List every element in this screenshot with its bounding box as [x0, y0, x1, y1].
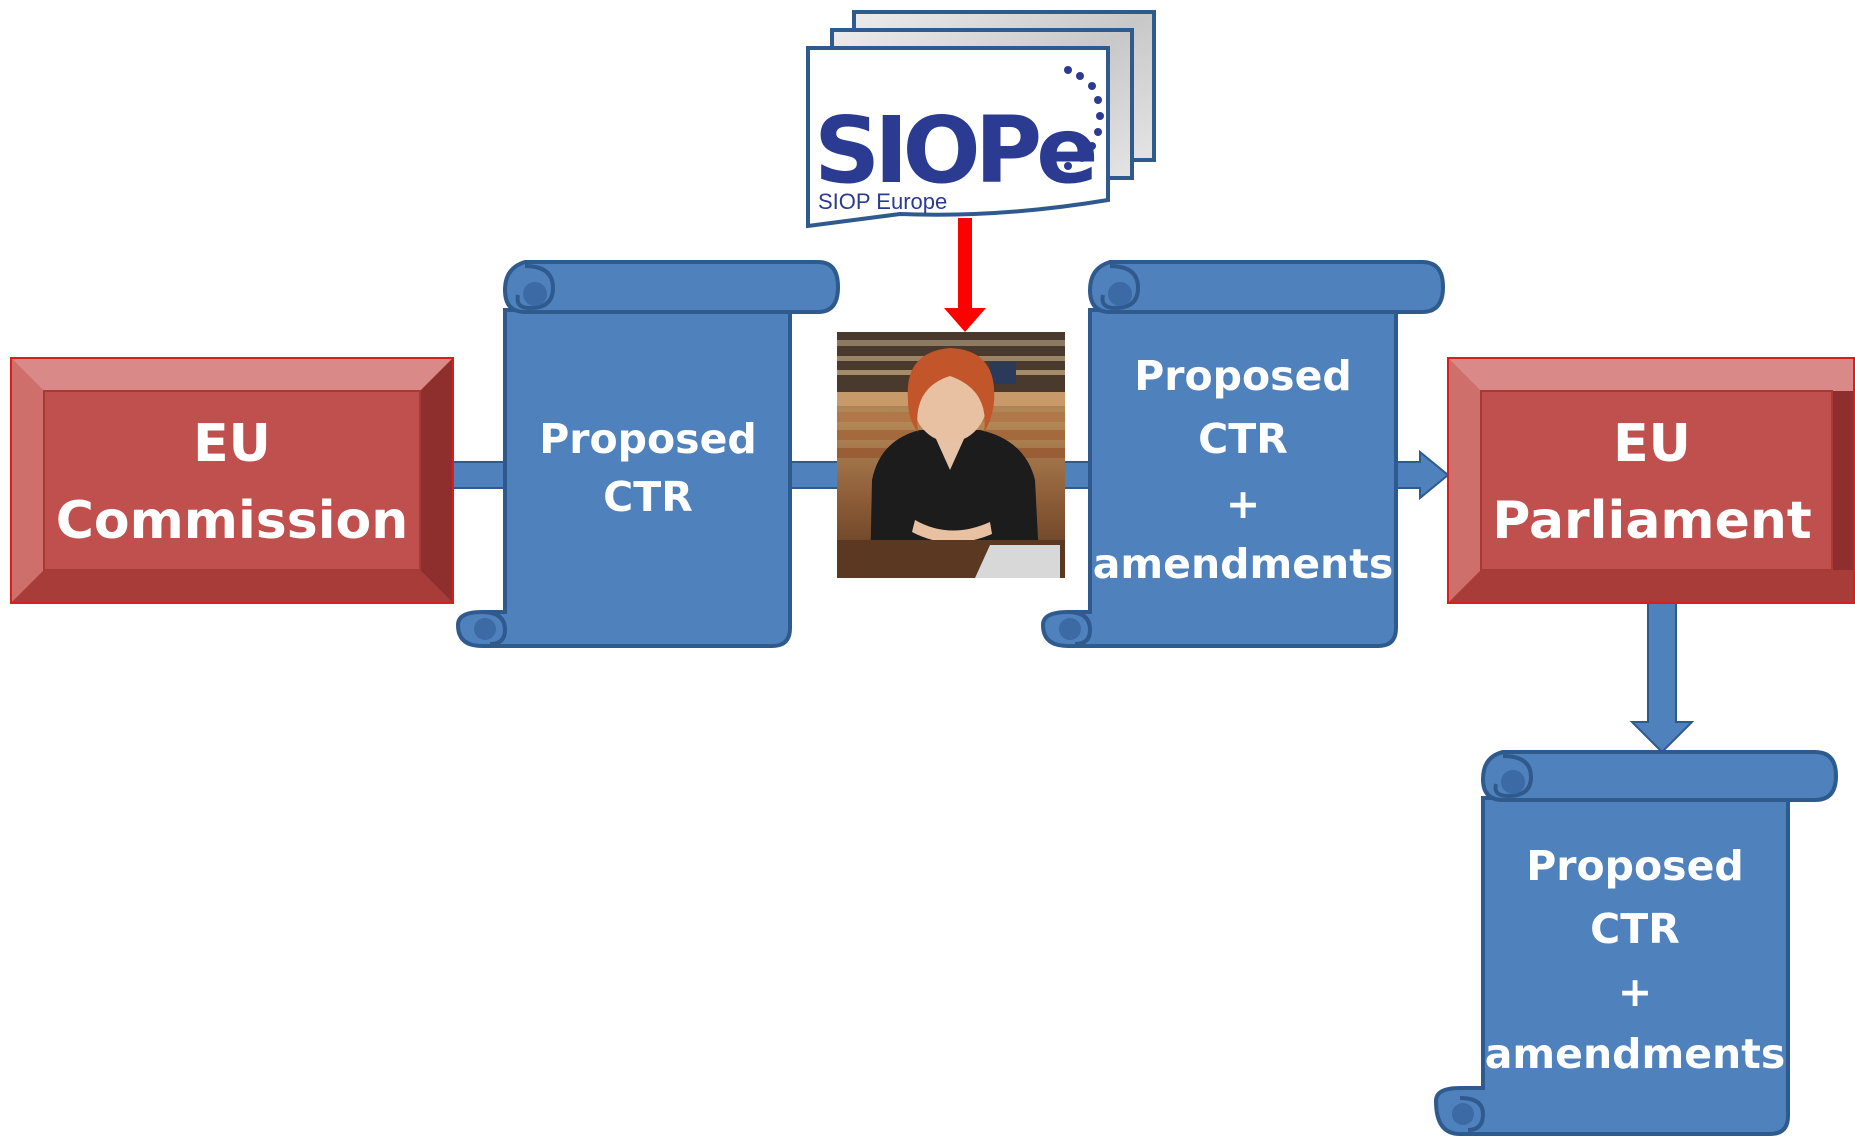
scroll-final-proposed-ctr-amendments: Proposed CTR + amendments [1433, 750, 1839, 1136]
scroll-final-line3: + [1618, 968, 1652, 1016]
eu-commission-line1: EU [193, 414, 271, 474]
person-photo-icon [837, 332, 1065, 578]
arrow-scroll-to-parliament [1391, 449, 1450, 501]
scroll-proposed-line2: CTR [603, 473, 693, 521]
scroll-final-line1: Proposed [1526, 842, 1744, 890]
siope-logo-subtext: SIOP Europe [818, 189, 947, 214]
scroll-amended-line1: Proposed [1134, 352, 1352, 400]
eu-commission-line2: Commission [56, 491, 409, 551]
scroll-amended-line4: amendments [1093, 540, 1393, 588]
eu-parliament-line2: Parliament [1492, 491, 1812, 551]
eu-parliament-box: EU Parliament [1447, 357, 1855, 604]
eu-parliament-line1: EU [1613, 414, 1691, 474]
scroll-amended-line3: + [1226, 480, 1260, 528]
scroll-final-line4: amendments [1485, 1030, 1785, 1078]
scroll-proposed-line1: Proposed [539, 415, 757, 463]
eu-commission-box: EU Commission [10, 357, 454, 604]
siope-logo-text: SIOPe [814, 97, 1094, 204]
scroll-final-line2: CTR [1590, 905, 1680, 953]
eu-stars-icon [1050, 66, 1104, 174]
arrow-parliament-to-final-scroll [1629, 602, 1695, 754]
scroll-amended-line2: CTR [1198, 415, 1288, 463]
scroll-proposed-ctr: Proposed CTR [455, 260, 841, 648]
siope-logo-icon: SIOPe SIOP Europe [806, 10, 1156, 229]
scroll-proposed-ctr-amendments: Proposed CTR + amendments [1040, 260, 1446, 648]
red-arrow-logo-to-photo [944, 218, 986, 332]
